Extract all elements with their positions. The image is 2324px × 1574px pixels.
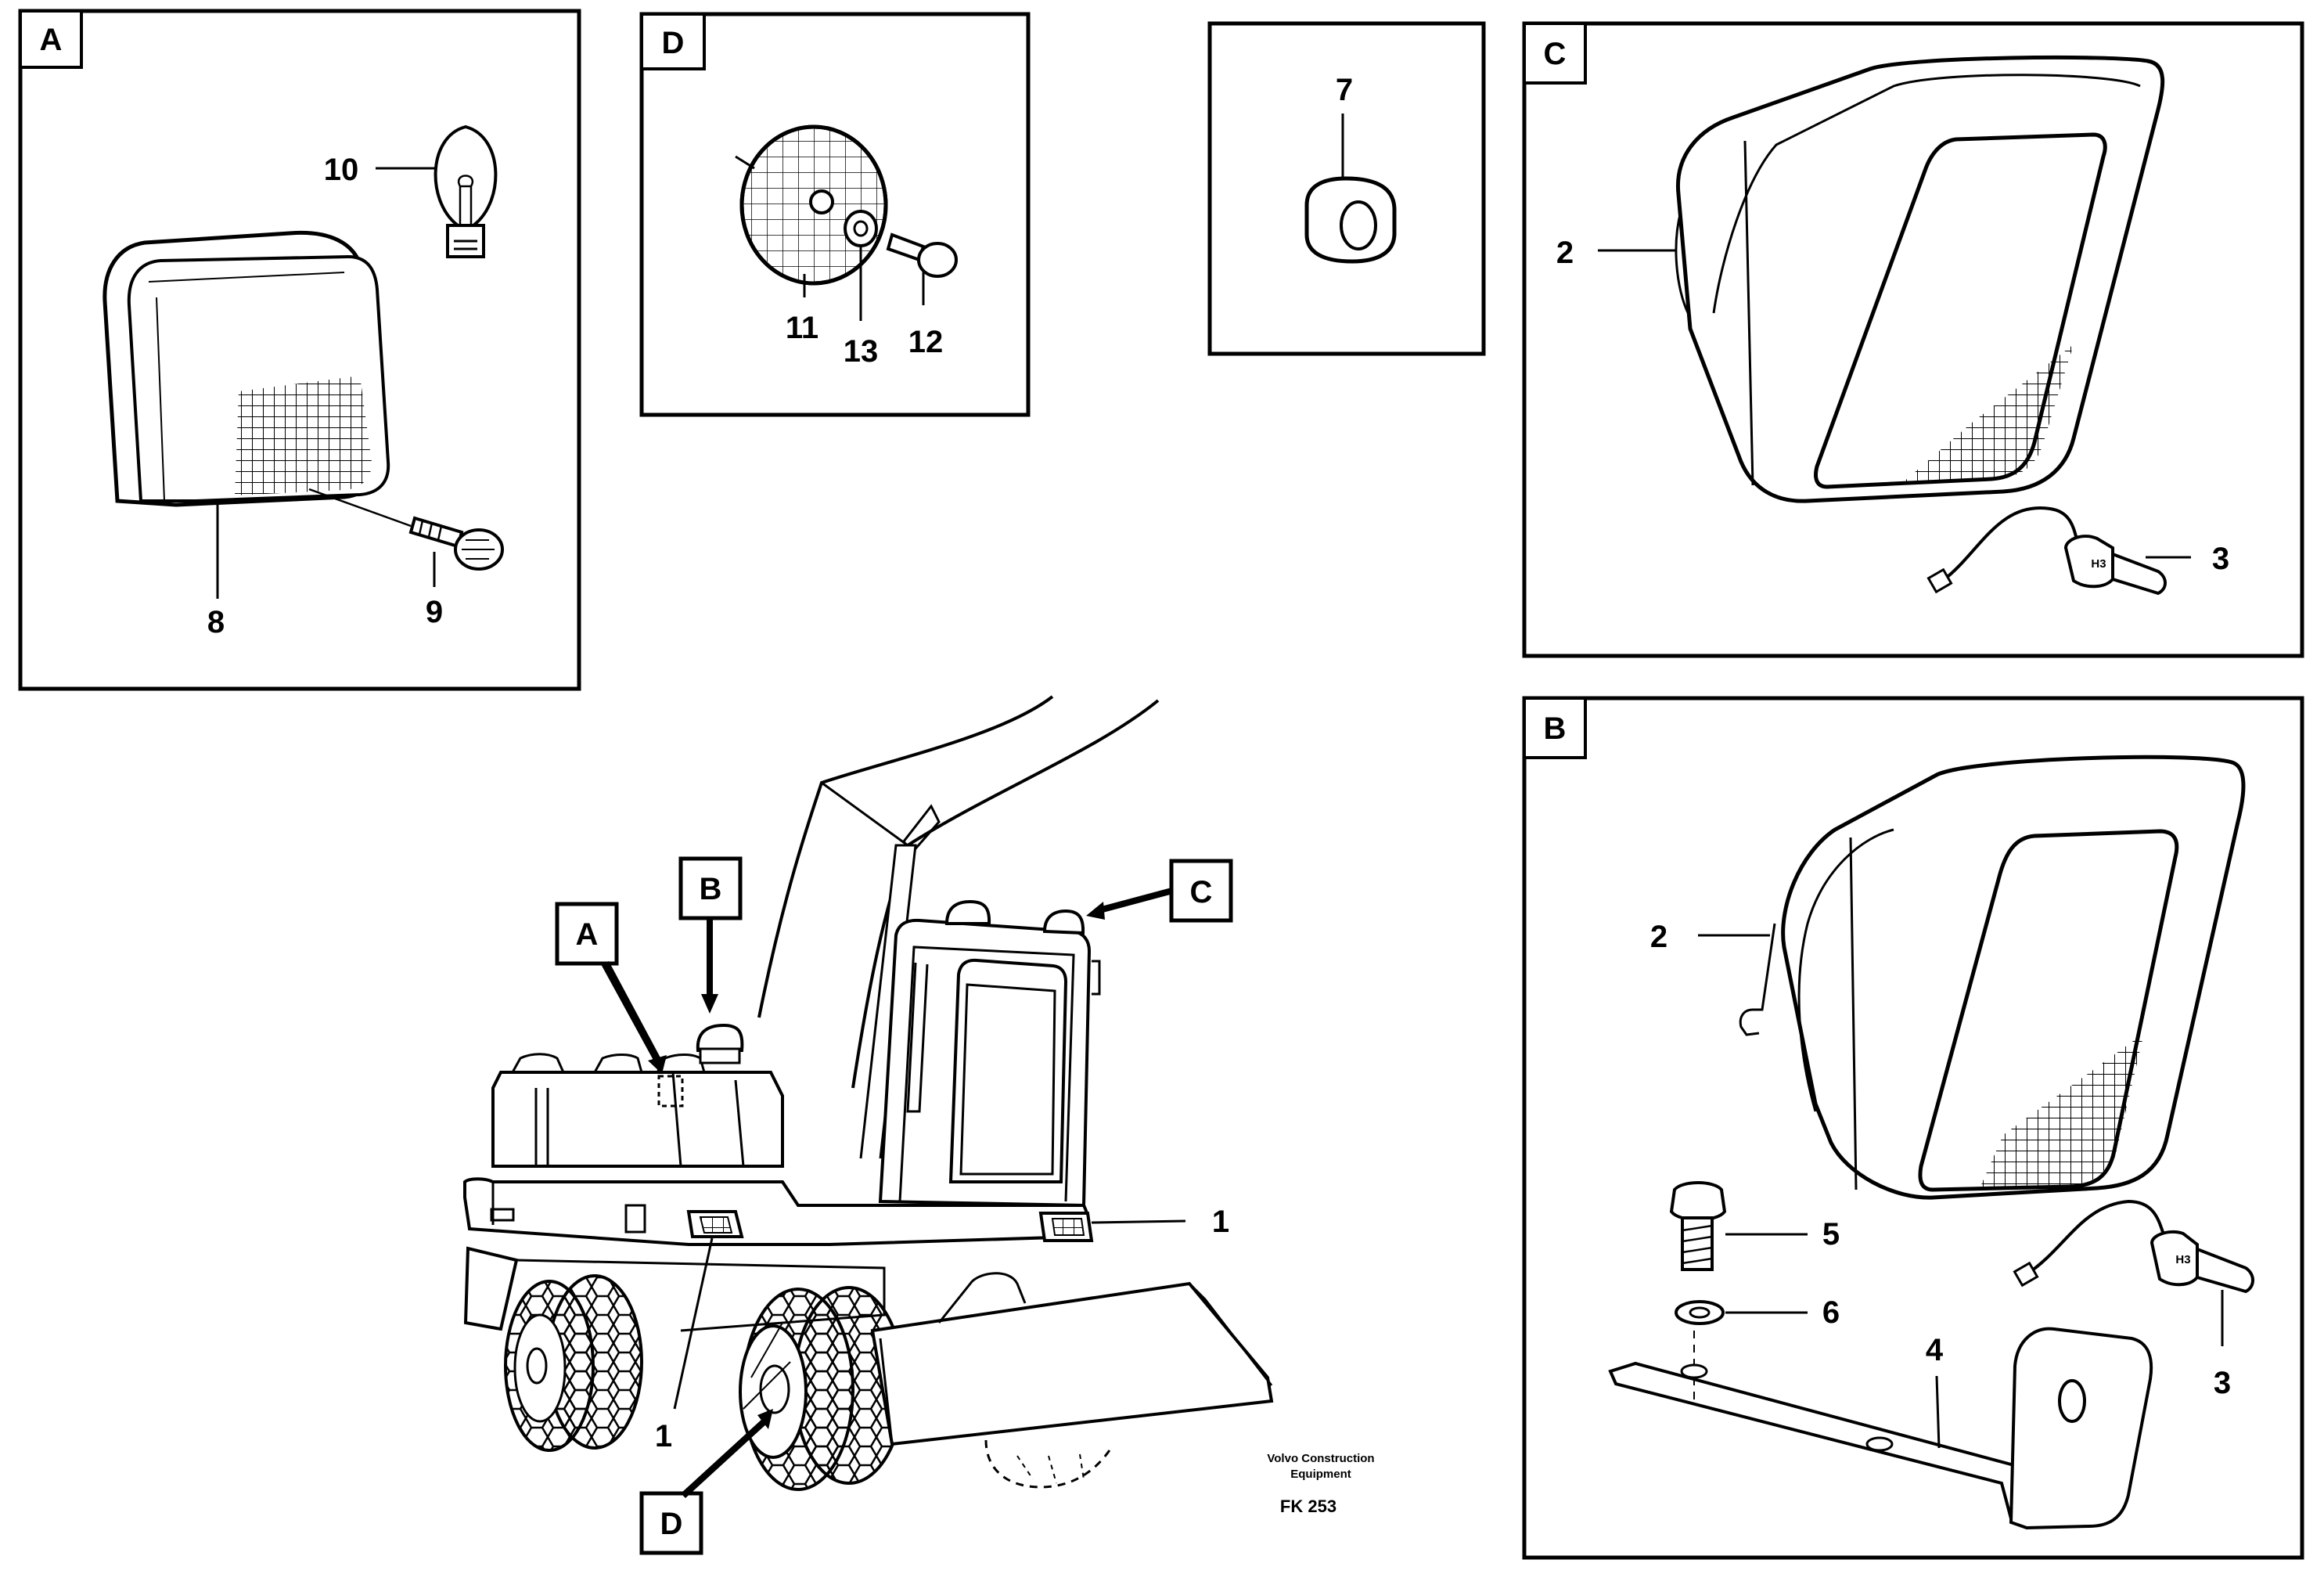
callout-c-letter: C [1190,875,1213,909]
part-label-7: 7 [1336,73,1353,107]
callout-a-letter: A [576,917,599,952]
footer: Volvo Construction Equipment FK 253 [1267,1452,1374,1516]
panel-b: B 2 5 6 [1522,696,2304,1560]
bolt-icon [1669,1181,1727,1271]
maker-line-1: Volvo Construction [1267,1452,1374,1465]
reflector-icon [739,124,888,286]
bulb-with-wire-icon: H3 [2013,1199,2254,1294]
part-label-9: 9 [426,595,443,629]
part-label-10: 10 [324,153,359,187]
part-label-6: 6 [1822,1295,1840,1330]
panel-grommet: 7 [1207,21,1486,356]
panel-b-letter: B [1544,711,1567,746]
work-lamp-icon [103,230,390,507]
part-label-1: 1 [655,1419,672,1453]
headlamp-icon [1675,55,2165,503]
panel-c-letter: C [1544,37,1567,71]
grommet-icon [1304,176,1397,264]
part-label-1: 1 [1212,1205,1229,1239]
washer-icon [844,210,878,247]
screw-icon [886,232,958,278]
part-label-3: 3 [2214,1366,2231,1400]
callout-d-letter: D [660,1507,683,1541]
headlamp-icon [1739,755,2246,1200]
panel-a: A 10 8 9 [18,9,581,691]
screw-icon [408,516,504,571]
panel-c: C 2 H3 3 [1522,21,2304,658]
bracket-icon [1608,1327,2153,1530]
part-label-13: 13 [844,334,879,369]
drawing-code: FK 253 [1280,1497,1336,1516]
excavator-overview: A B C D 1 1 [463,695,1274,1555]
panel-d: D 11 13 12 [639,12,1031,417]
bulb-with-wire-icon: H3 [1926,506,2167,596]
part-label-2: 2 [1556,236,1574,270]
part-label-3: 3 [2212,542,2229,576]
panel-a-letter: A [40,23,63,57]
part-label-2: 2 [1650,920,1667,954]
part-label-5: 5 [1822,1217,1840,1252]
maker-line-2: Equipment [1290,1468,1351,1481]
bulb-icon [434,124,498,258]
panel-d-letter: D [662,26,685,60]
part-label-8: 8 [207,605,225,639]
svg-text:H3: H3 [2091,557,2106,571]
part-label-4: 4 [1926,1333,1944,1367]
washer-icon [1675,1300,1725,1325]
svg-text:H3: H3 [2175,1253,2190,1266]
callout-b-letter: B [700,872,722,906]
part-label-12: 12 [908,325,944,359]
part-label-11: 11 [786,311,818,345]
